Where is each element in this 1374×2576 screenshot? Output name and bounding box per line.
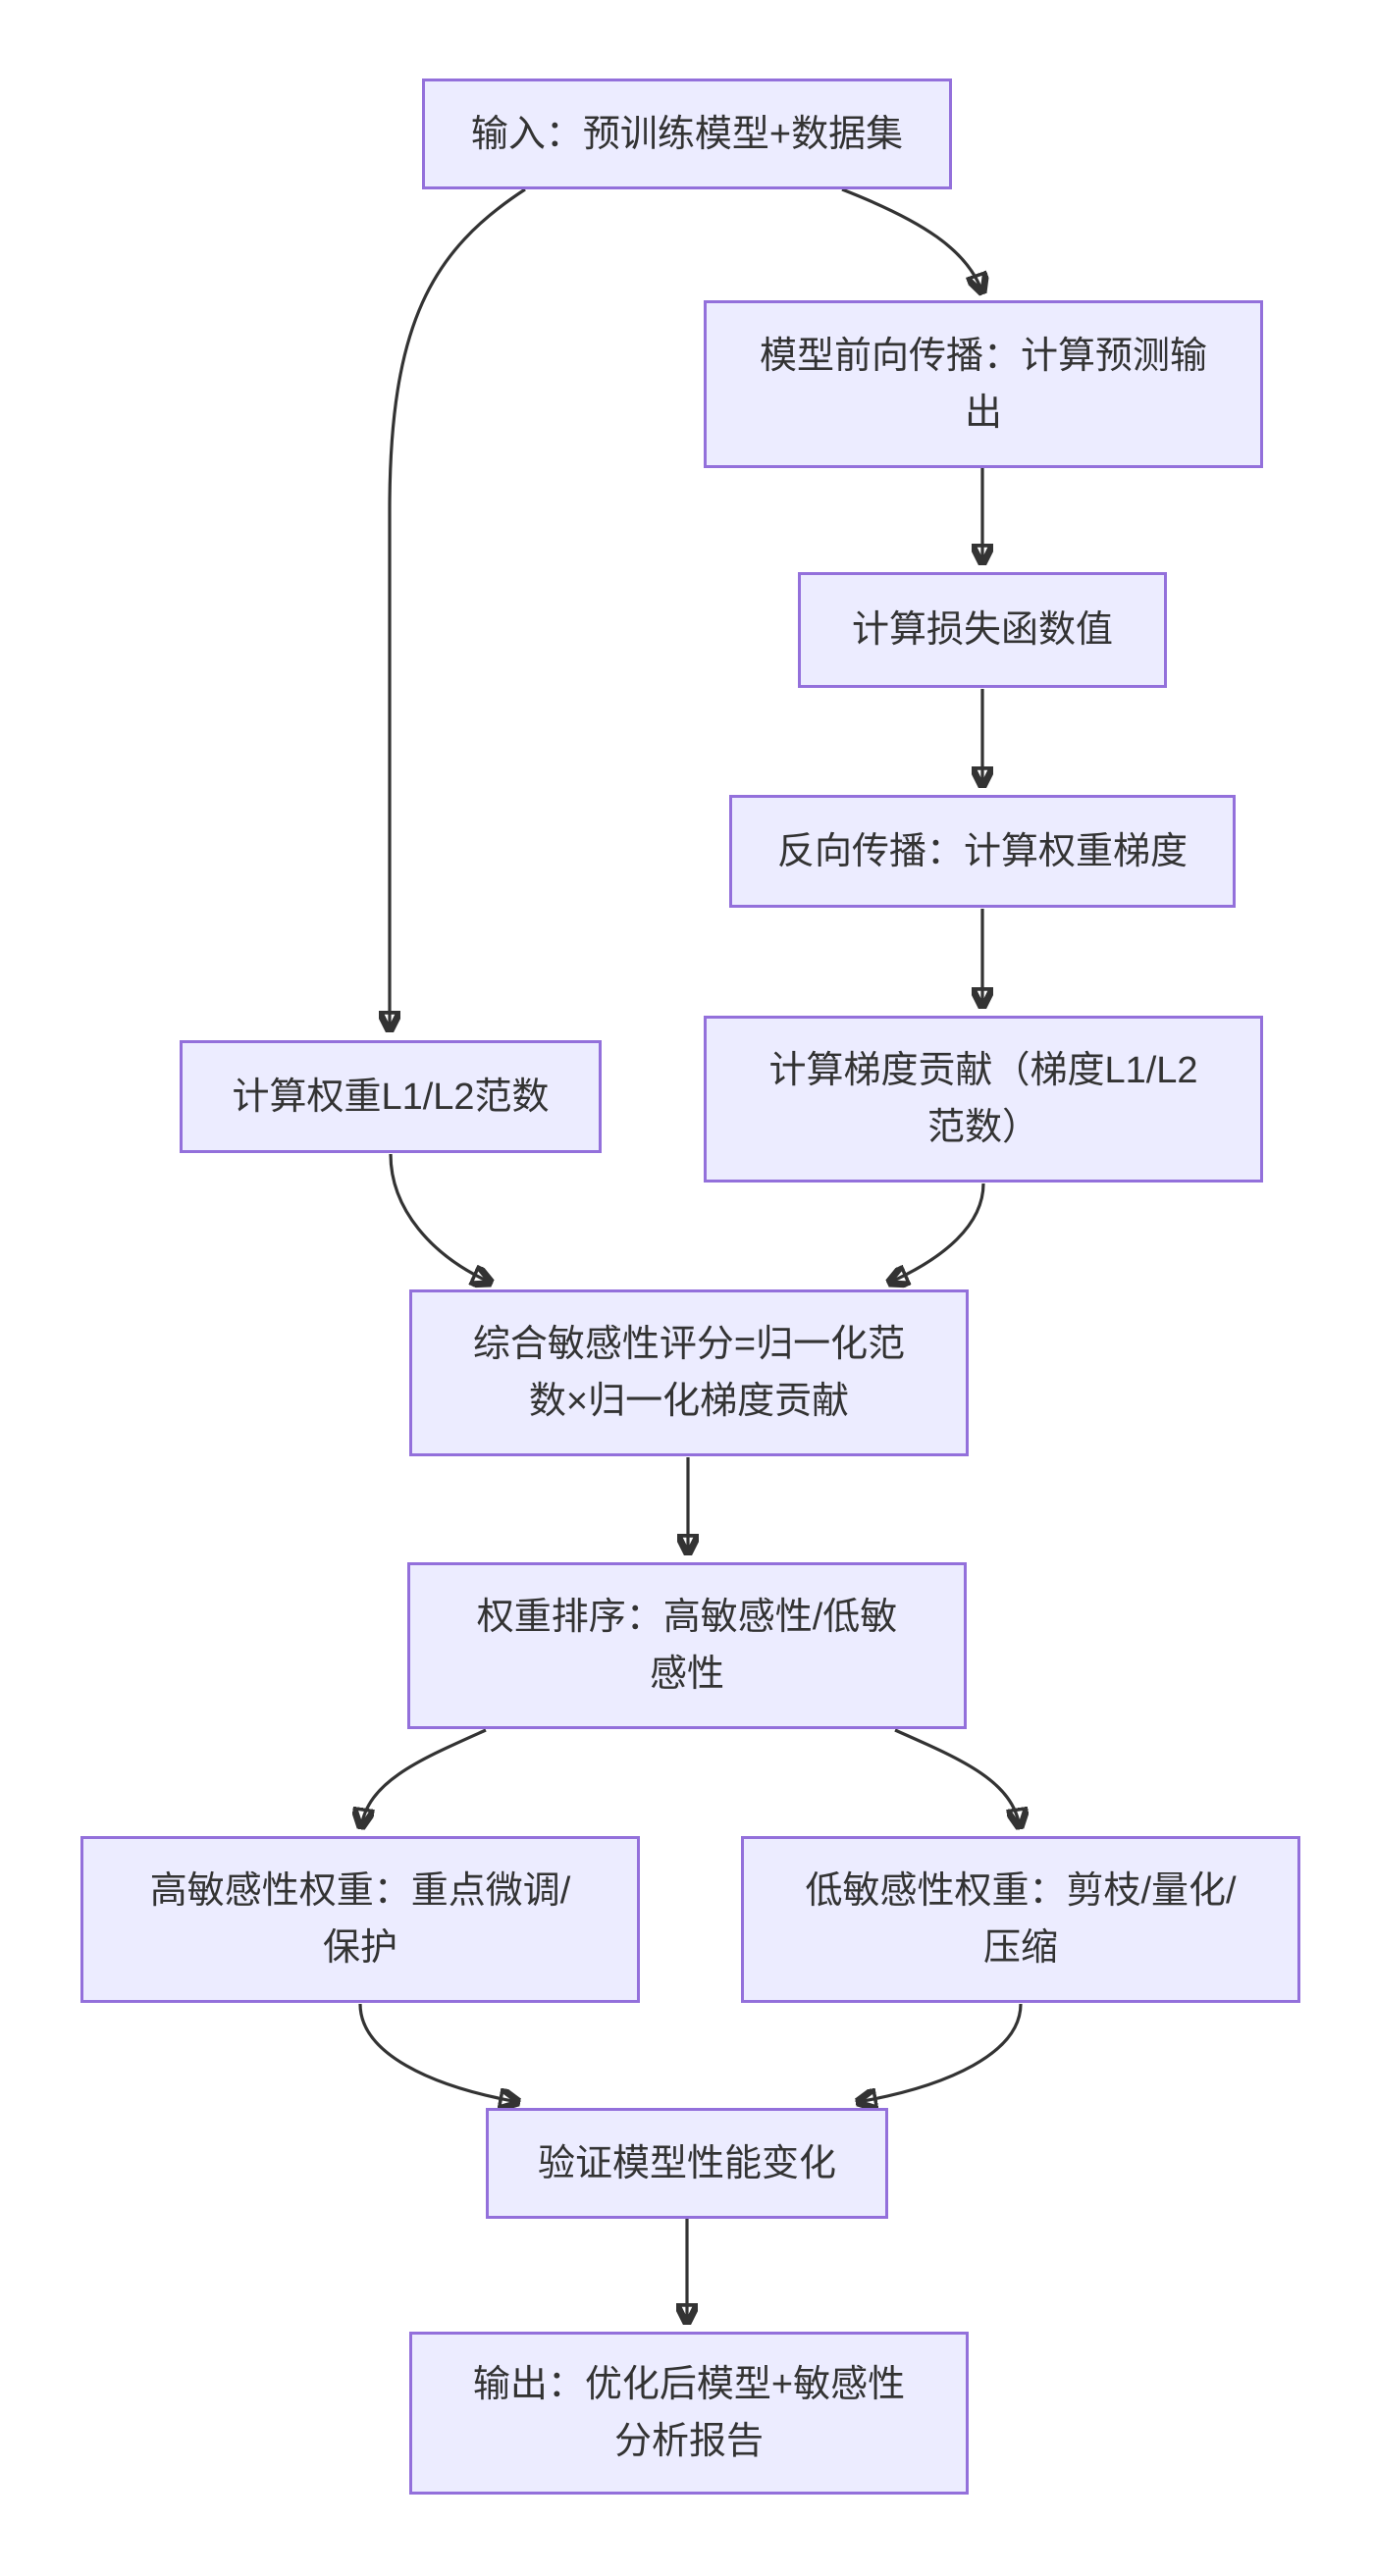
node-weight-norm: 计算权重L1/L2范数 <box>180 1040 602 1153</box>
node-high-sens: 高敏感性权重：重点微调/ 保护 <box>80 1836 640 2003</box>
edge-sort-to-low-sens <box>894 1728 1020 1827</box>
node-label: 感性 <box>649 1654 724 1695</box>
node-label: 计算梯度贡献（梯度L1/L2 <box>768 1050 1198 1091</box>
node-label: 数×归一化梯度贡献 <box>528 1381 850 1422</box>
node-label: 验证模型性能变化 <box>537 2142 836 2184</box>
node-score: 综合敏感性评分=归一化范 数×归一化梯度贡献 <box>409 1289 969 1456</box>
node-label: 分析报告 <box>613 2421 764 2462</box>
node-label: 范数） <box>926 1107 1039 1148</box>
edge-grad-contrib-to-score <box>889 1183 985 1283</box>
node-label: 计算损失函数值 <box>851 609 1113 651</box>
edge-weight-norm-to-score <box>389 1153 491 1283</box>
node-label: 压缩 <box>982 1927 1058 1969</box>
node-label: 计算权重L1/L2范数 <box>232 1076 550 1118</box>
edge-high-sens-to-validate <box>358 2003 518 2102</box>
edge-input-to-weight-norm <box>390 187 526 1030</box>
edge-low-sens-to-validate <box>858 2003 1023 2102</box>
node-label: 输入：预训练模型+数据集 <box>470 113 904 155</box>
node-validate: 验证模型性能变化 <box>486 2108 888 2219</box>
edge-sort-to-high-sens <box>361 1728 487 1827</box>
node-label: 权重排序：高敏感性/低敏 <box>476 1597 898 1638</box>
node-backprop: 反向传播：计算权重梯度 <box>729 795 1236 908</box>
node-forward: 模型前向传播：计算预测输 出 <box>704 300 1263 468</box>
node-label: 反向传播：计算权重梯度 <box>776 830 1188 872</box>
node-sort: 权重排序：高敏感性/低敏 感性 <box>407 1562 967 1729</box>
node-label: 模型前向传播：计算预测输 <box>759 335 1207 377</box>
node-label: 低敏感性权重：剪枝/量化/ <box>805 1870 1237 1912</box>
node-input: 输入：预训练模型+数据集 <box>422 79 952 189</box>
node-label: 出 <box>964 392 1002 434</box>
node-label: 高敏感性权重：重点微调/ <box>149 1870 571 1912</box>
node-label: 综合敏感性评分=归一化范 <box>472 1324 906 1365</box>
node-grad-contrib: 计算梯度贡献（梯度L1/L2 范数） <box>704 1016 1263 1183</box>
node-label: 保护 <box>322 1927 397 1969</box>
node-output: 输出：优化后模型+敏感性 分析报告 <box>409 2332 969 2495</box>
edge-input-to-forward <box>841 187 982 292</box>
node-loss: 计算损失函数值 <box>798 572 1167 688</box>
node-label: 输出：优化后模型+敏感性 <box>472 2364 906 2405</box>
node-low-sens: 低敏感性权重：剪枝/量化/ 压缩 <box>741 1836 1300 2003</box>
